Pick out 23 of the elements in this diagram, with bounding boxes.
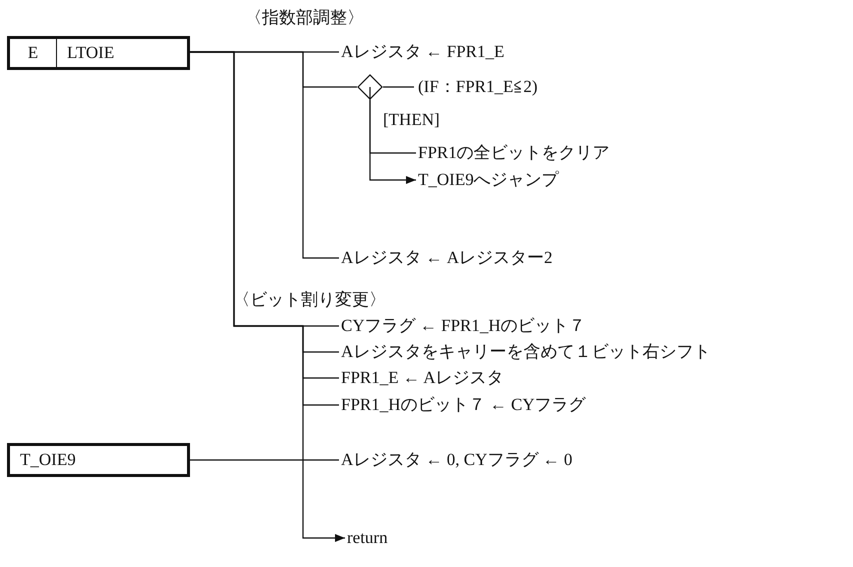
arrow bbox=[190, 51, 345, 542]
condition-text: (IF：FPR1_E≦2) bbox=[418, 77, 538, 97]
routine-name: LTOIE bbox=[66, 42, 116, 64]
branch-label: [THEN] bbox=[383, 110, 440, 130]
statement-text: Aレジスタ ← 0, CYフラグ ← 0 bbox=[341, 450, 572, 470]
statement-text: CYフラグ ← FPR1_Hのビット７ bbox=[341, 316, 586, 336]
routine-name: T_OIE9 bbox=[19, 449, 77, 471]
arrow bbox=[369, 100, 416, 184]
statement-text: return bbox=[347, 528, 388, 548]
statement-text: T_OIE9へジャンプ bbox=[418, 170, 559, 190]
routine-box bbox=[7, 443, 190, 477]
section-heading: 〈指数部調整〉 bbox=[245, 8, 364, 28]
statement-text: FPR1の全ビットをクリア bbox=[418, 143, 610, 163]
statement-text: Aレジスタ ← Aレジスター2 bbox=[341, 248, 553, 268]
connector-line bbox=[190, 459, 339, 461]
statement-text: FPR1_Hのビット７ ← CYフラグ bbox=[341, 395, 586, 415]
routine-box bbox=[7, 36, 190, 70]
section-heading: 〈ビット割り変更〉 bbox=[233, 290, 386, 310]
statement-text: FPR1_E ← Aレジスタ bbox=[341, 368, 504, 388]
section-code: E bbox=[10, 39, 57, 67]
decision-diamond bbox=[357, 74, 383, 100]
statement-text: Aレジスタをキャリーを含めて１ビット右シフト bbox=[341, 342, 710, 362]
statement-text: Aレジスタ ← FPR1_E bbox=[341, 42, 504, 62]
